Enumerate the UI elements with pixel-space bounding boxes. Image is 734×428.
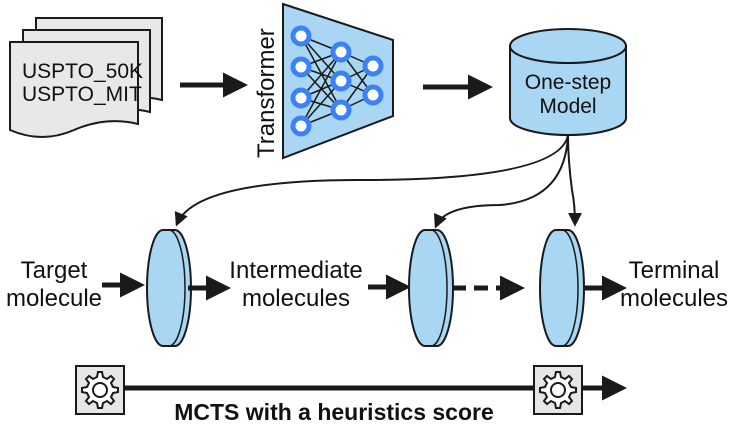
model-label-1: One-step <box>525 71 611 94</box>
transformer-block: Transformer <box>253 2 394 160</box>
transformer-label: Transformer <box>253 28 280 158</box>
intermediate-label-2: molecules <box>242 285 350 312</box>
disc-icon <box>146 229 192 347</box>
target-label-2: molecule <box>6 285 102 312</box>
gear-box-end <box>533 365 583 415</box>
mcts-label: MCTS with a heuristics score <box>174 399 494 425</box>
dataset-label-2: USPTO_MIT <box>22 83 142 106</box>
terminal-label-2: molecules <box>620 285 728 312</box>
dataset-label-1: USPTO_50K <box>22 60 143 83</box>
neural-network-nodes <box>290 25 384 137</box>
terminal-label-1: Terminal <box>629 257 720 284</box>
model-label-2: Model <box>539 95 596 118</box>
intermediate-label-1: Intermediate <box>229 257 362 284</box>
disc-icon <box>539 229 585 347</box>
dataset-documents: USPTO_50K USPTO_MIT <box>9 17 163 138</box>
disc-icon <box>408 229 454 347</box>
model-to-disc-arrows <box>174 134 582 229</box>
gear-icon <box>81 371 119 409</box>
target-label-1: Target <box>21 257 88 284</box>
gear-box-start <box>75 365 125 415</box>
one-step-model-cylinder: One-step Model <box>509 28 627 136</box>
gear-icon <box>539 371 577 409</box>
